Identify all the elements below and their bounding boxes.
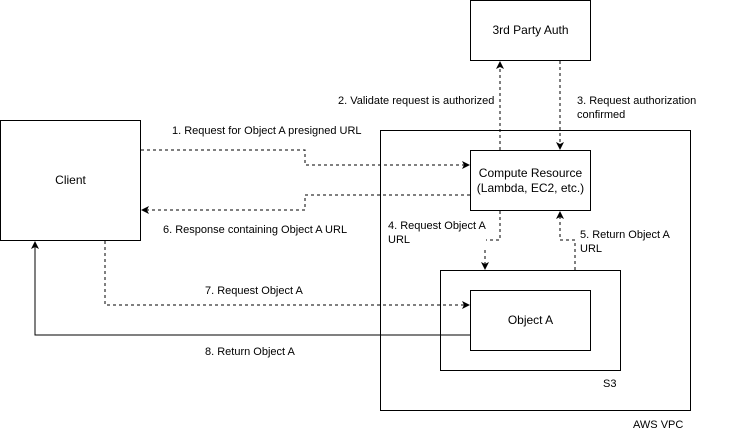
- compute-resource-node: Compute Resource (Lambda, EC2, etc.): [470, 150, 591, 211]
- edge-5-label: 5. Return Object A URL: [580, 228, 670, 256]
- edge-3-label: 3. Request authorization confirmed: [577, 94, 747, 122]
- s3-container: [440, 270, 621, 371]
- edge-8-line: [31, 241, 470, 336]
- third-party-auth-node: 3rd Party Auth: [470, 0, 591, 61]
- object-a-node: Object A: [470, 290, 591, 351]
- edge-6-label: 6. Response containing Object A URL: [163, 223, 348, 237]
- aws-vpc-label: AWS VPC: [633, 419, 684, 431]
- edge-7-line: [104, 241, 470, 309]
- edge-4-label: 4. Request Object A URL: [388, 219, 486, 247]
- edge-7-label: 7. Request Object A: [205, 284, 303, 298]
- edge-6-line: [141, 194, 470, 214]
- edge-4-line: [481, 211, 501, 270]
- aws-vpc-container: [380, 130, 691, 411]
- s3-label: S3: [603, 378, 617, 390]
- edge-1-line: [141, 149, 470, 169]
- edge-1-label: 1. Request for Object A presigned URL: [172, 124, 362, 138]
- edge-8-label: 8. Return Object A: [205, 345, 295, 359]
- edge-2-label: 2. Validate request is authorized: [338, 94, 495, 108]
- client-node: Client: [0, 120, 141, 241]
- edge-5-line: [556, 211, 576, 270]
